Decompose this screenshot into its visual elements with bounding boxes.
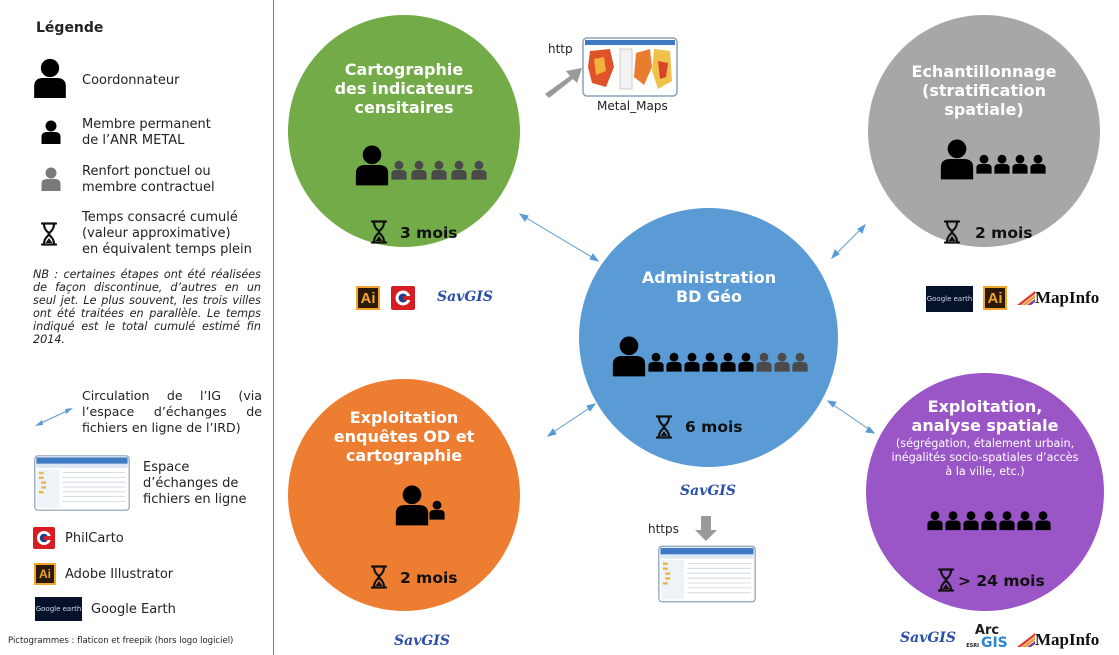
permanent-member-person-icon — [738, 352, 754, 372]
admin-team-icons — [612, 336, 808, 377]
https-label: https — [648, 522, 679, 536]
google-earth-logo-icon: Google earth — [35, 597, 82, 621]
coordinator-person-icon — [612, 336, 646, 377]
legend-circulation-label: Circulation de l’IG (via l’espace d’écha… — [82, 388, 262, 435]
temporary-member-person-icon — [451, 160, 467, 180]
permanent-member-person-icon — [976, 154, 992, 174]
circle-administration — [579, 208, 838, 467]
mapinfo-logo-icon — [1017, 291, 1035, 305]
permanent-member-person-icon — [999, 511, 1015, 531]
echant-duration: 2 mois — [975, 224, 1033, 242]
legend-permanent-label: Membre permanent de l’ANR METAL — [82, 117, 211, 148]
coordinator-person-icon — [355, 145, 389, 186]
mapinfo-logo-icon — [1017, 633, 1035, 647]
legend-time-label: Temps consacré cumulé (valeur approximat… — [82, 210, 252, 257]
arrow-admin-spatial — [826, 400, 876, 434]
savgis-logo-icon: SavGIS — [900, 630, 956, 646]
arrow-admin-echant — [831, 223, 866, 260]
temporary-member-person-icon — [411, 160, 427, 180]
legend-google-earth-label: Google Earth — [91, 602, 176, 617]
savgis-logo-icon: SavGIS — [437, 289, 493, 305]
legend-title: Légende — [36, 20, 104, 36]
carto-team-icons — [355, 145, 487, 186]
philcarto-logo-icon — [391, 286, 415, 310]
permanent-member-person-icon — [945, 511, 961, 531]
hourglass-icon — [937, 568, 955, 592]
legend-illustrator-label: Adobe Illustrator — [65, 567, 174, 582]
http-label: http — [548, 42, 573, 56]
exploit-sp-team-icons — [927, 511, 1051, 531]
mapinfo-logo-text: MapInfo — [1035, 288, 1100, 307]
permanent-member-person-icon — [648, 352, 664, 372]
exploit-sp-duration: > 24 mois — [958, 572, 1045, 590]
permanent-member-person-icon — [1030, 154, 1046, 174]
echant-team-icons — [940, 139, 1046, 180]
permanent-member-person-icon — [963, 511, 979, 531]
admin-title: Administration BD Géo — [641, 268, 777, 306]
hourglass-icon — [943, 220, 961, 244]
admin-duration: 6 mois — [685, 418, 743, 436]
google-earth-logo-icon: Google earth — [926, 286, 973, 312]
permanent-member-person-icon — [666, 352, 682, 372]
exploit-od-title: Exploitation enquêtes OD et cartographie — [333, 408, 475, 465]
mapinfo-logo-text: MapInfo — [1035, 630, 1100, 649]
temporary-member-person-icon — [471, 160, 487, 180]
arrow-admin-od — [546, 403, 597, 437]
legend-footer-credits: Pictogrammes : flaticon et freepik (hors… — [8, 636, 234, 646]
permanent-member-person-icon — [994, 154, 1010, 174]
https-arrow-icon — [695, 516, 717, 541]
permanent-member-person-icon — [1017, 511, 1033, 531]
legend-nb-note: NB : certaines étapes ont été réalisées … — [33, 268, 261, 346]
http-arrow-icon — [545, 68, 582, 98]
temporary-member-person-icon — [792, 352, 808, 372]
permanent-member-person-icon — [429, 500, 445, 520]
coordinator-person-icon — [395, 485, 429, 526]
hourglass-icon — [655, 415, 673, 439]
savgis-logo-icon: SavGIS — [394, 633, 450, 649]
illustrator-logo-icon: Ai — [356, 286, 380, 310]
temporary-member-person-icon — [756, 352, 772, 372]
permanent-member-person-icon — [1035, 511, 1051, 531]
exploit-sp-subtitle: (ségrégation, étalement urbain, inégalit… — [891, 437, 1079, 478]
permanent-member-person-icon — [720, 352, 736, 372]
temporary-member-person-icon — [774, 352, 790, 372]
echant-title: Echantillonnage (stratification spatiale… — [911, 62, 1057, 119]
illustrator-logo-icon: Ai — [983, 286, 1007, 310]
permanent-member-person-icon — [1012, 154, 1028, 174]
savgis-logo-icon: SavGIS — [680, 483, 736, 499]
metal-maps-label: Metal_Maps — [597, 99, 668, 113]
carto-title: Cartographie des indicateurs censitaires — [334, 60, 474, 117]
permanent-member-person-icon — [702, 352, 718, 372]
circle-cartographie — [288, 15, 520, 247]
permanent-member-person-icon — [981, 511, 997, 531]
metal-maps-thumbnail — [582, 37, 678, 97]
permanent-member-person-icon — [684, 352, 700, 372]
carto-duration: 3 mois — [400, 224, 458, 242]
exploit-od-duration: 2 mois — [400, 569, 458, 587]
legend-panel: Légende Coordonnateur Membre permanent d… — [0, 0, 274, 655]
coordinator-person-icon — [940, 139, 974, 180]
legend-espace-label: Espace d’échanges de fichiers en ligne — [143, 460, 247, 507]
legend-temporary-label: Renfort ponctuel ou membre contractuel — [82, 164, 215, 195]
philcarto-logo-icon — [33, 527, 55, 549]
arrow-admin-carto — [518, 213, 600, 262]
double-arrow-icon — [35, 408, 73, 426]
circle-echantillonnage — [868, 15, 1100, 247]
circle-exploitation-spatiale — [866, 373, 1104, 611]
temporary-member-person-icon — [391, 160, 407, 180]
file-exchange-screenshot-icon — [658, 545, 756, 603]
hourglass-icon — [370, 220, 388, 244]
legend-coordinator-label: Coordonnateur — [82, 73, 180, 88]
legend-philcarto-label: PhilCarto — [65, 531, 124, 546]
permanent-member-person-icon — [927, 511, 943, 531]
exploit-od-team-icons — [395, 485, 445, 526]
illustrator-logo-icon: Ai — [34, 563, 56, 585]
temporary-member-person-icon — [431, 160, 447, 180]
exploit-sp-title: Exploitation, analyse spatiale — [911, 397, 1059, 435]
hourglass-icon — [370, 565, 388, 589]
